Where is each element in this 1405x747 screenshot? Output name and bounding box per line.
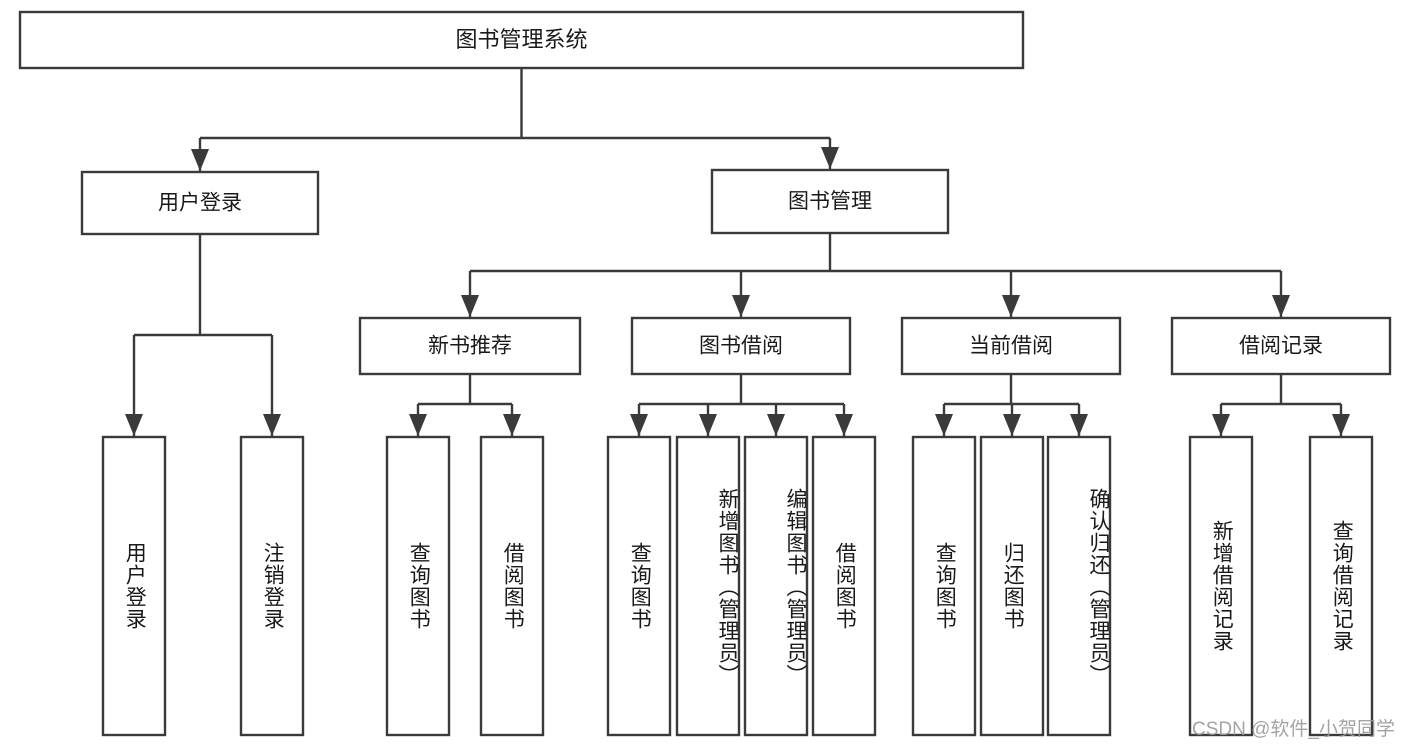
node-leaf-query-book-1[interactable]: [385, 435, 451, 737]
node-leaf-add-book[interactable]: [675, 435, 741, 737]
arrow-head-icon: [503, 414, 521, 436]
arrow-head-icon: [767, 414, 785, 436]
arrow-head-icon: [1003, 414, 1021, 436]
node-leaf-return-book[interactable]: [979, 435, 1045, 737]
boxes-layer: [18, 10, 1392, 737]
arrow-head-icon: [732, 295, 750, 317]
arrow-head-icon: [263, 414, 281, 436]
node-leaf-borrow-book-1[interactable]: [479, 435, 545, 737]
arrow-head-icon: [1070, 414, 1088, 436]
node-book-borrow[interactable]: [630, 316, 852, 376]
node-book-manage-label: 图书管理: [788, 190, 872, 213]
node-book-manage[interactable]: [710, 168, 950, 235]
node-leaf-query-record[interactable]: [1308, 435, 1374, 737]
node-leaf-borrow-book-2[interactable]: [811, 435, 877, 737]
node-borrow-record[interactable]: [1170, 316, 1392, 376]
arrow-head-icon: [821, 147, 839, 169]
node-root-root[interactable]: [18, 10, 1025, 70]
arrow-head-icon: [630, 414, 648, 436]
connectors-layer: [125, 68, 1350, 436]
arrow-head-icon: [191, 149, 209, 171]
arrow-head-icon: [1332, 414, 1350, 436]
node-leaf-query-book-3[interactable]: [911, 435, 977, 737]
arrow-head-icon: [935, 414, 953, 436]
node-leaf-confirm-return[interactable]: [1046, 435, 1112, 737]
node-leaf-logout-login[interactable]: [239, 435, 305, 737]
arrow-head-icon: [409, 414, 427, 436]
node-new-book-recommend-label: 新书推荐: [428, 335, 512, 358]
node-leaf-add-record[interactable]: [1188, 435, 1254, 737]
arrow-head-icon: [1212, 414, 1230, 436]
node-new-book-recommend[interactable]: [358, 316, 582, 376]
node-current-borrow[interactable]: [900, 316, 1122, 376]
node-current-borrow-label: 当前借阅: [969, 335, 1053, 358]
arrow-head-icon: [461, 295, 479, 317]
arrow-head-icon: [1272, 295, 1290, 317]
node-user-login[interactable]: [80, 170, 320, 236]
arrow-head-icon: [125, 414, 143, 436]
node-book-borrow-label: 图书借阅: [699, 335, 783, 358]
node-leaf-query-book-2[interactable]: [606, 435, 672, 737]
arrow-head-icon: [835, 414, 853, 436]
arrow-head-icon: [1002, 295, 1020, 317]
node-borrow-record-label: 借阅记录: [1239, 335, 1323, 358]
node-user-login-label: 用户登录: [158, 192, 242, 215]
arrow-head-icon: [699, 414, 717, 436]
node-leaf-edit-book[interactable]: [743, 435, 809, 737]
node-leaf-user-login[interactable]: [101, 435, 167, 737]
node-root-label: 图书管理系统: [455, 27, 587, 52]
